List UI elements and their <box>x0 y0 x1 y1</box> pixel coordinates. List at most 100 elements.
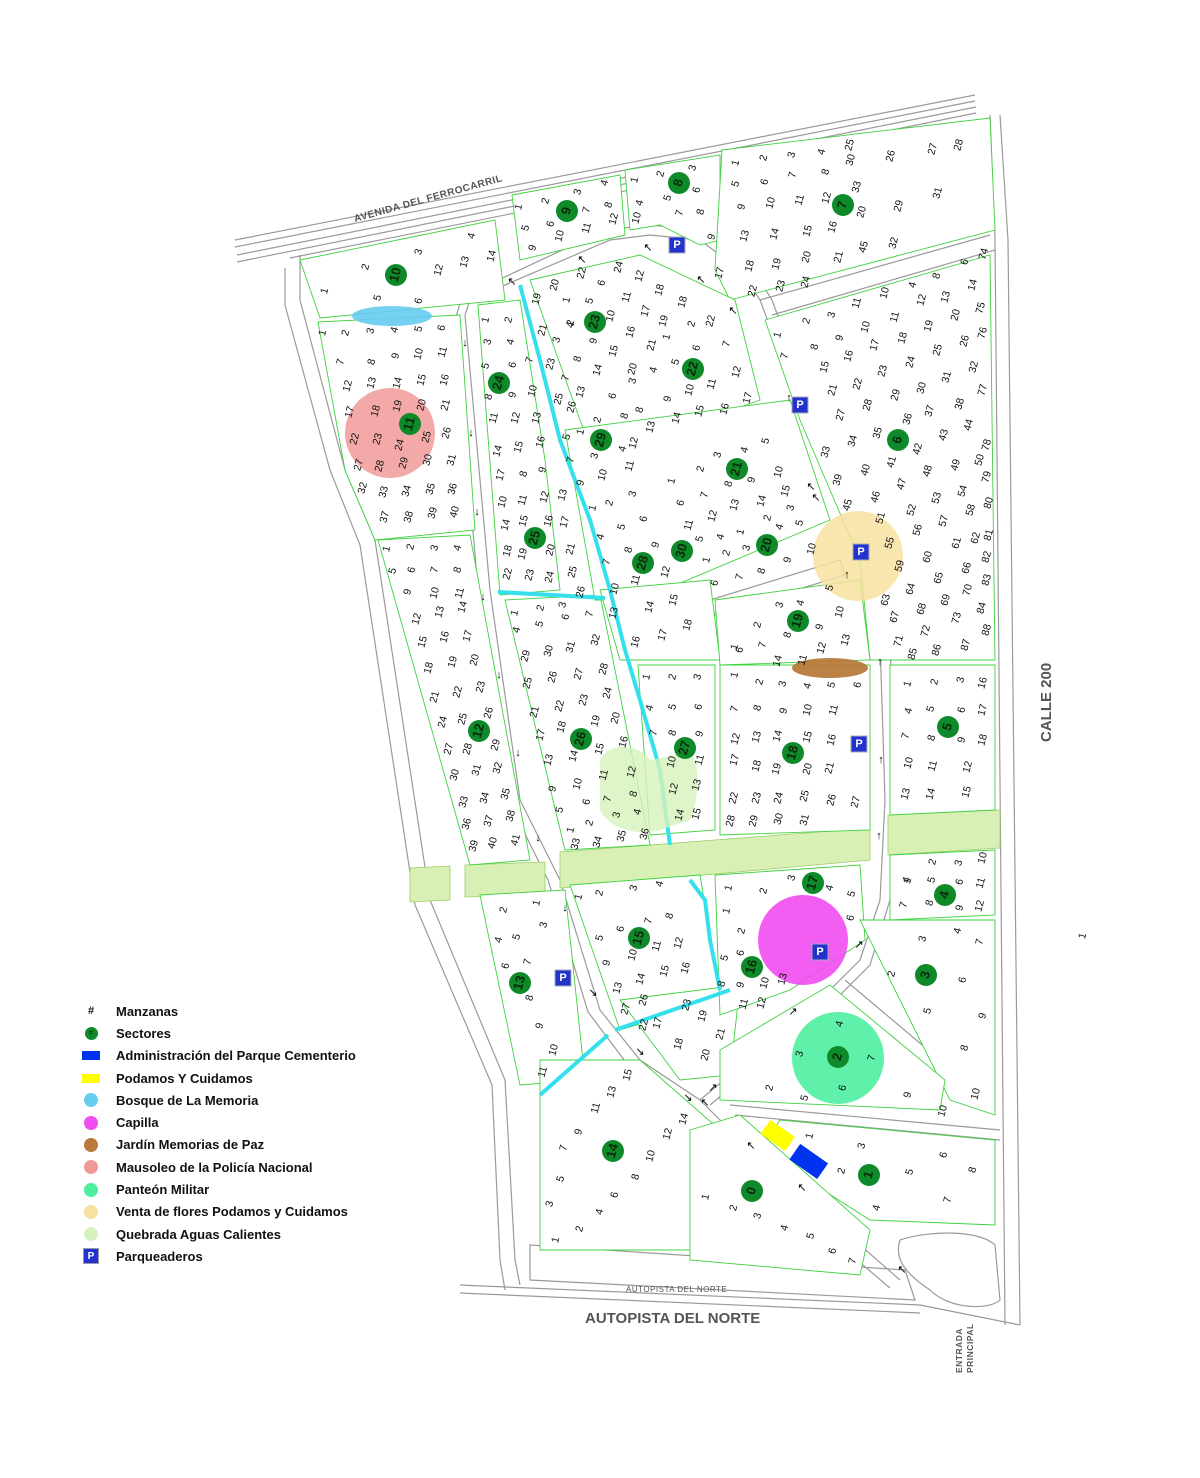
lot-number: 11 <box>888 310 902 324</box>
sector-marker[interactable]: 7 <box>832 194 854 216</box>
sector-marker[interactable]: 3 <box>915 964 937 986</box>
parking-sign[interactable]: P <box>791 396 809 414</box>
sector-marker[interactable]: 13 <box>509 972 531 994</box>
lot-number: 5 <box>845 889 858 898</box>
parking-sign[interactable]: P <box>811 943 829 961</box>
lot-number: 6 <box>690 185 703 194</box>
sector-marker[interactable]: 8 <box>668 172 690 194</box>
lot-number: 10 <box>546 1043 561 1058</box>
lot-number: 11 <box>629 573 643 587</box>
sector-marker[interactable]: 30 <box>671 540 693 562</box>
sector-circle-icon <box>602 1140 624 1162</box>
lot-number: 25 <box>842 138 857 153</box>
lot-number: 8 <box>629 1172 642 1181</box>
lot-number: 7 <box>642 916 655 925</box>
sector-marker[interactable]: 18 <box>782 742 804 764</box>
sector-circle-icon: # <box>84 1026 98 1040</box>
lot-number: 3 <box>711 450 724 459</box>
sector-marker[interactable]: 29 <box>590 429 612 451</box>
lot-number: 9 <box>901 1090 914 1099</box>
lot-number: 31 <box>563 640 578 655</box>
sector-marker[interactable]: 15 <box>628 927 650 949</box>
lot-number: 23 <box>543 357 558 372</box>
sector-marker[interactable]: 19 <box>787 610 809 632</box>
lot-number: 7 <box>583 609 596 618</box>
lot-number: 2 <box>727 1203 740 1212</box>
lot-number: 2 <box>835 1166 848 1175</box>
lot-number: 45 <box>856 240 871 255</box>
lot-number: 8 <box>618 411 631 420</box>
sector-marker[interactable]: 25 <box>524 527 546 549</box>
lot-number: 37 <box>481 814 496 829</box>
lot-number: 10 <box>427 586 442 601</box>
lot-number: 6 <box>405 565 418 574</box>
sector-marker[interactable]: 24 <box>488 372 510 394</box>
lot-number: 8 <box>666 728 679 737</box>
sector-marker[interactable]: 10 <box>385 264 407 286</box>
lot-number: 21 <box>822 761 837 776</box>
arrow-icon: ↖ <box>700 1097 709 1109</box>
lot-number: 4 <box>906 280 919 289</box>
sector-marker[interactable]: 22 <box>682 358 704 380</box>
sector-marker[interactable]: 17 <box>802 872 824 894</box>
lot-number: 5 <box>583 296 596 305</box>
sector-marker[interactable]: 16 <box>741 956 763 978</box>
sector-marker[interactable]: 23 <box>584 311 606 333</box>
sector-marker[interactable]: 6 <box>887 429 909 451</box>
magenta-circle-icon <box>84 1115 98 1130</box>
sector-marker[interactable]: 27 <box>674 737 696 759</box>
lot-number: 5 <box>615 522 628 531</box>
lot-number: 23 <box>576 693 591 708</box>
parking-sign[interactable]: P <box>852 543 870 561</box>
sector-marker[interactable]: 14 <box>602 1140 624 1162</box>
lot-number: 6 <box>733 645 746 654</box>
lot-number: 5 <box>519 223 532 232</box>
lot-number: 9 <box>574 478 587 487</box>
sector-marker[interactable]: 0 <box>741 1180 763 1202</box>
lot-number: 8 <box>930 271 943 280</box>
sector-marker[interactable]: 11 <box>399 413 421 435</box>
lot-number: 4 <box>738 445 751 454</box>
sector-marker[interactable]: 4 <box>934 884 956 906</box>
sector-marker[interactable]: 12 <box>468 720 490 742</box>
sector-number: 1 <box>860 1169 876 1180</box>
sector-marker[interactable]: 2 <box>827 1046 849 1068</box>
lot-number: 2 <box>926 857 939 866</box>
lot-number: 3 <box>550 335 563 344</box>
sector-marker[interactable]: 21 <box>726 458 748 480</box>
lot-number: 19 <box>445 655 460 670</box>
legend-label: Podamos Y Cuidamos <box>116 1070 253 1086</box>
sector-marker[interactable]: 1 <box>858 1164 880 1186</box>
lot-number: 14 <box>490 444 505 459</box>
legend-label: Administración del Parque Cementerio <box>116 1048 356 1064</box>
lot-number: 9 <box>546 784 559 793</box>
lot-number: 11 <box>453 586 467 600</box>
lot-number: 15 <box>657 964 672 979</box>
lot-number: 14 <box>566 749 581 764</box>
sector-marker[interactable]: 20 <box>756 534 778 556</box>
parking-sign[interactable]: P <box>850 735 868 753</box>
sector-circle-icon <box>937 716 959 738</box>
parking-sign[interactable]: P <box>668 236 686 254</box>
sector-number: 27 <box>675 739 693 757</box>
lot-number: 74 <box>976 247 991 262</box>
sector-marker[interactable]: 5 <box>937 716 959 738</box>
lot-number: 19 <box>529 292 544 307</box>
lot-number: 11 <box>580 221 594 235</box>
sector-marker[interactable]: 9 <box>556 200 578 222</box>
sector-circle-icon <box>682 358 704 380</box>
lot-number: 31 <box>444 453 459 468</box>
lot-number: 14 <box>455 600 470 615</box>
parking-sign[interactable]: P <box>554 969 572 987</box>
sector-marker[interactable]: 26 <box>570 728 592 750</box>
lot-number: 57 <box>936 514 951 529</box>
lot-number: 9 <box>953 903 966 912</box>
lot-number: 3 <box>626 489 639 498</box>
sector-marker[interactable]: 28 <box>632 552 654 574</box>
lot-number: 14 <box>590 363 605 378</box>
lot-number: 2 <box>339 328 352 337</box>
lot-number: 50 <box>972 453 987 468</box>
lot-number: 15 <box>414 373 429 388</box>
arrow-icon: ↓ <box>515 747 521 759</box>
lot-number: 1 <box>316 328 329 337</box>
